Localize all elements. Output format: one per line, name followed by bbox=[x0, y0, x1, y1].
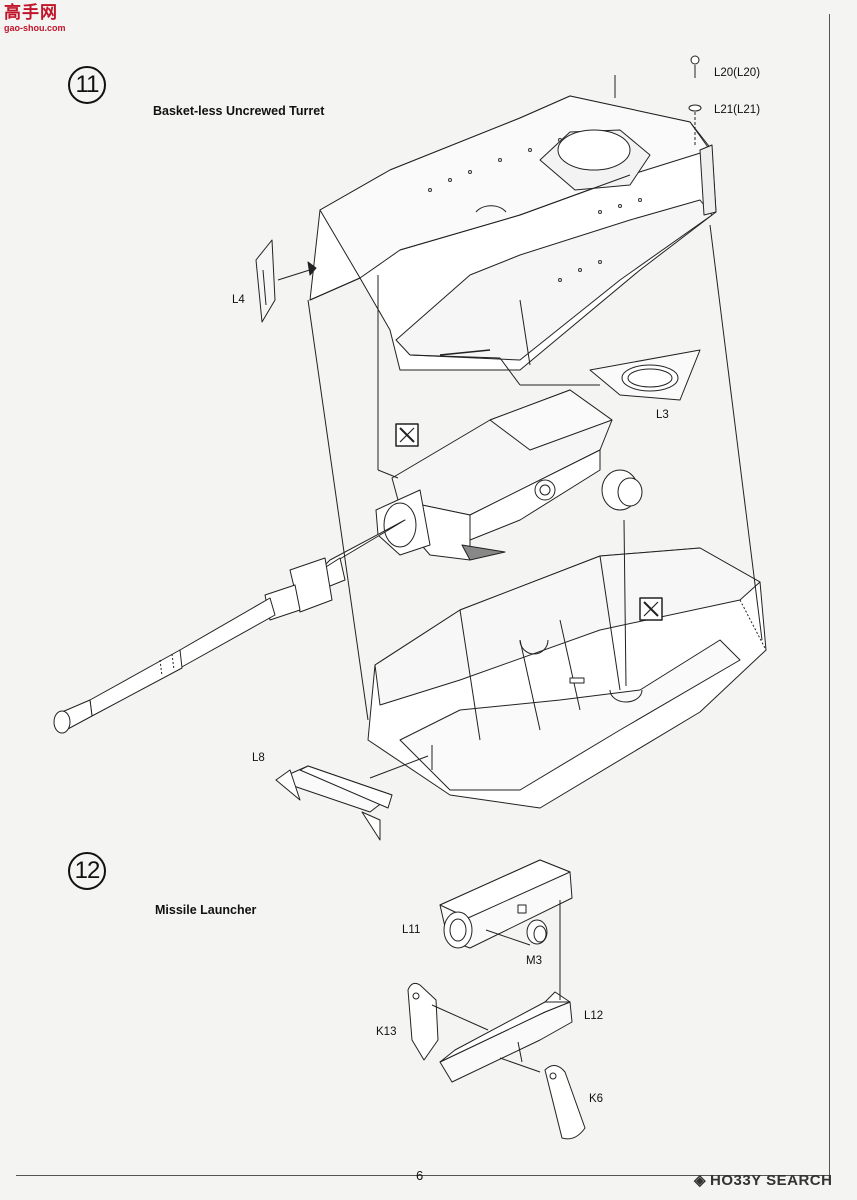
page-frame bbox=[16, 14, 830, 1176]
launcher-guide-lines bbox=[431, 900, 561, 1073]
part-label-l8: L8 bbox=[252, 752, 265, 764]
part-label-l21: L21(L21) bbox=[714, 104, 761, 116]
part-m3 bbox=[526, 919, 548, 945]
part-label-k13: K13 bbox=[376, 1026, 397, 1038]
turret-roof bbox=[309, 55, 717, 371]
part-label-l11: L11 bbox=[402, 924, 421, 936]
part-label-l4: L4 bbox=[232, 294, 245, 306]
hobbysearch-logo-icon: ◈ bbox=[694, 1172, 707, 1189]
watermark-cn-text: 高手网 bbox=[4, 3, 58, 23]
launcher-l12-rail bbox=[439, 991, 573, 1083]
cement-not-required-icon-1 bbox=[395, 423, 419, 447]
part-k6-bracket bbox=[544, 1065, 586, 1140]
part-label-l20: L20(L20) bbox=[714, 67, 761, 79]
watermark-top-left: 高手网 gao-shou.com bbox=[4, 3, 72, 34]
gun-barrel bbox=[53, 519, 406, 734]
part-l3-plate bbox=[409, 349, 701, 401]
step-12-title: Missile Launcher bbox=[155, 903, 257, 917]
turret-floor bbox=[367, 547, 767, 809]
watermark-domain-text: gao-shou.com bbox=[4, 23, 66, 33]
part-label-l3: L3 bbox=[656, 409, 669, 421]
part-l4-plate bbox=[255, 239, 317, 323]
cement-not-required-icon-2 bbox=[639, 597, 663, 621]
gun-mantlet bbox=[375, 389, 643, 561]
step-12-number: 12 bbox=[68, 852, 106, 890]
watermark-bottom-right: ◈HO33Y SEARCH bbox=[694, 1171, 832, 1189]
watermark-bottom-text: HO33Y SEARCH bbox=[710, 1172, 833, 1189]
part-k13-bracket bbox=[407, 982, 439, 1061]
step-11-number: 11 bbox=[68, 66, 106, 104]
launcher-l11-tube bbox=[439, 859, 573, 949]
part-label-k6: K6 bbox=[589, 1093, 604, 1105]
part-label-m3: M3 bbox=[526, 955, 542, 967]
part-label-l12: L12 bbox=[584, 1010, 604, 1022]
step-11-title: Basket-less Uncrewed Turret bbox=[153, 104, 325, 118]
page-number: 6 bbox=[416, 1168, 424, 1183]
part-l8-plate bbox=[275, 755, 429, 841]
assembly-guide-lines bbox=[307, 224, 763, 770]
